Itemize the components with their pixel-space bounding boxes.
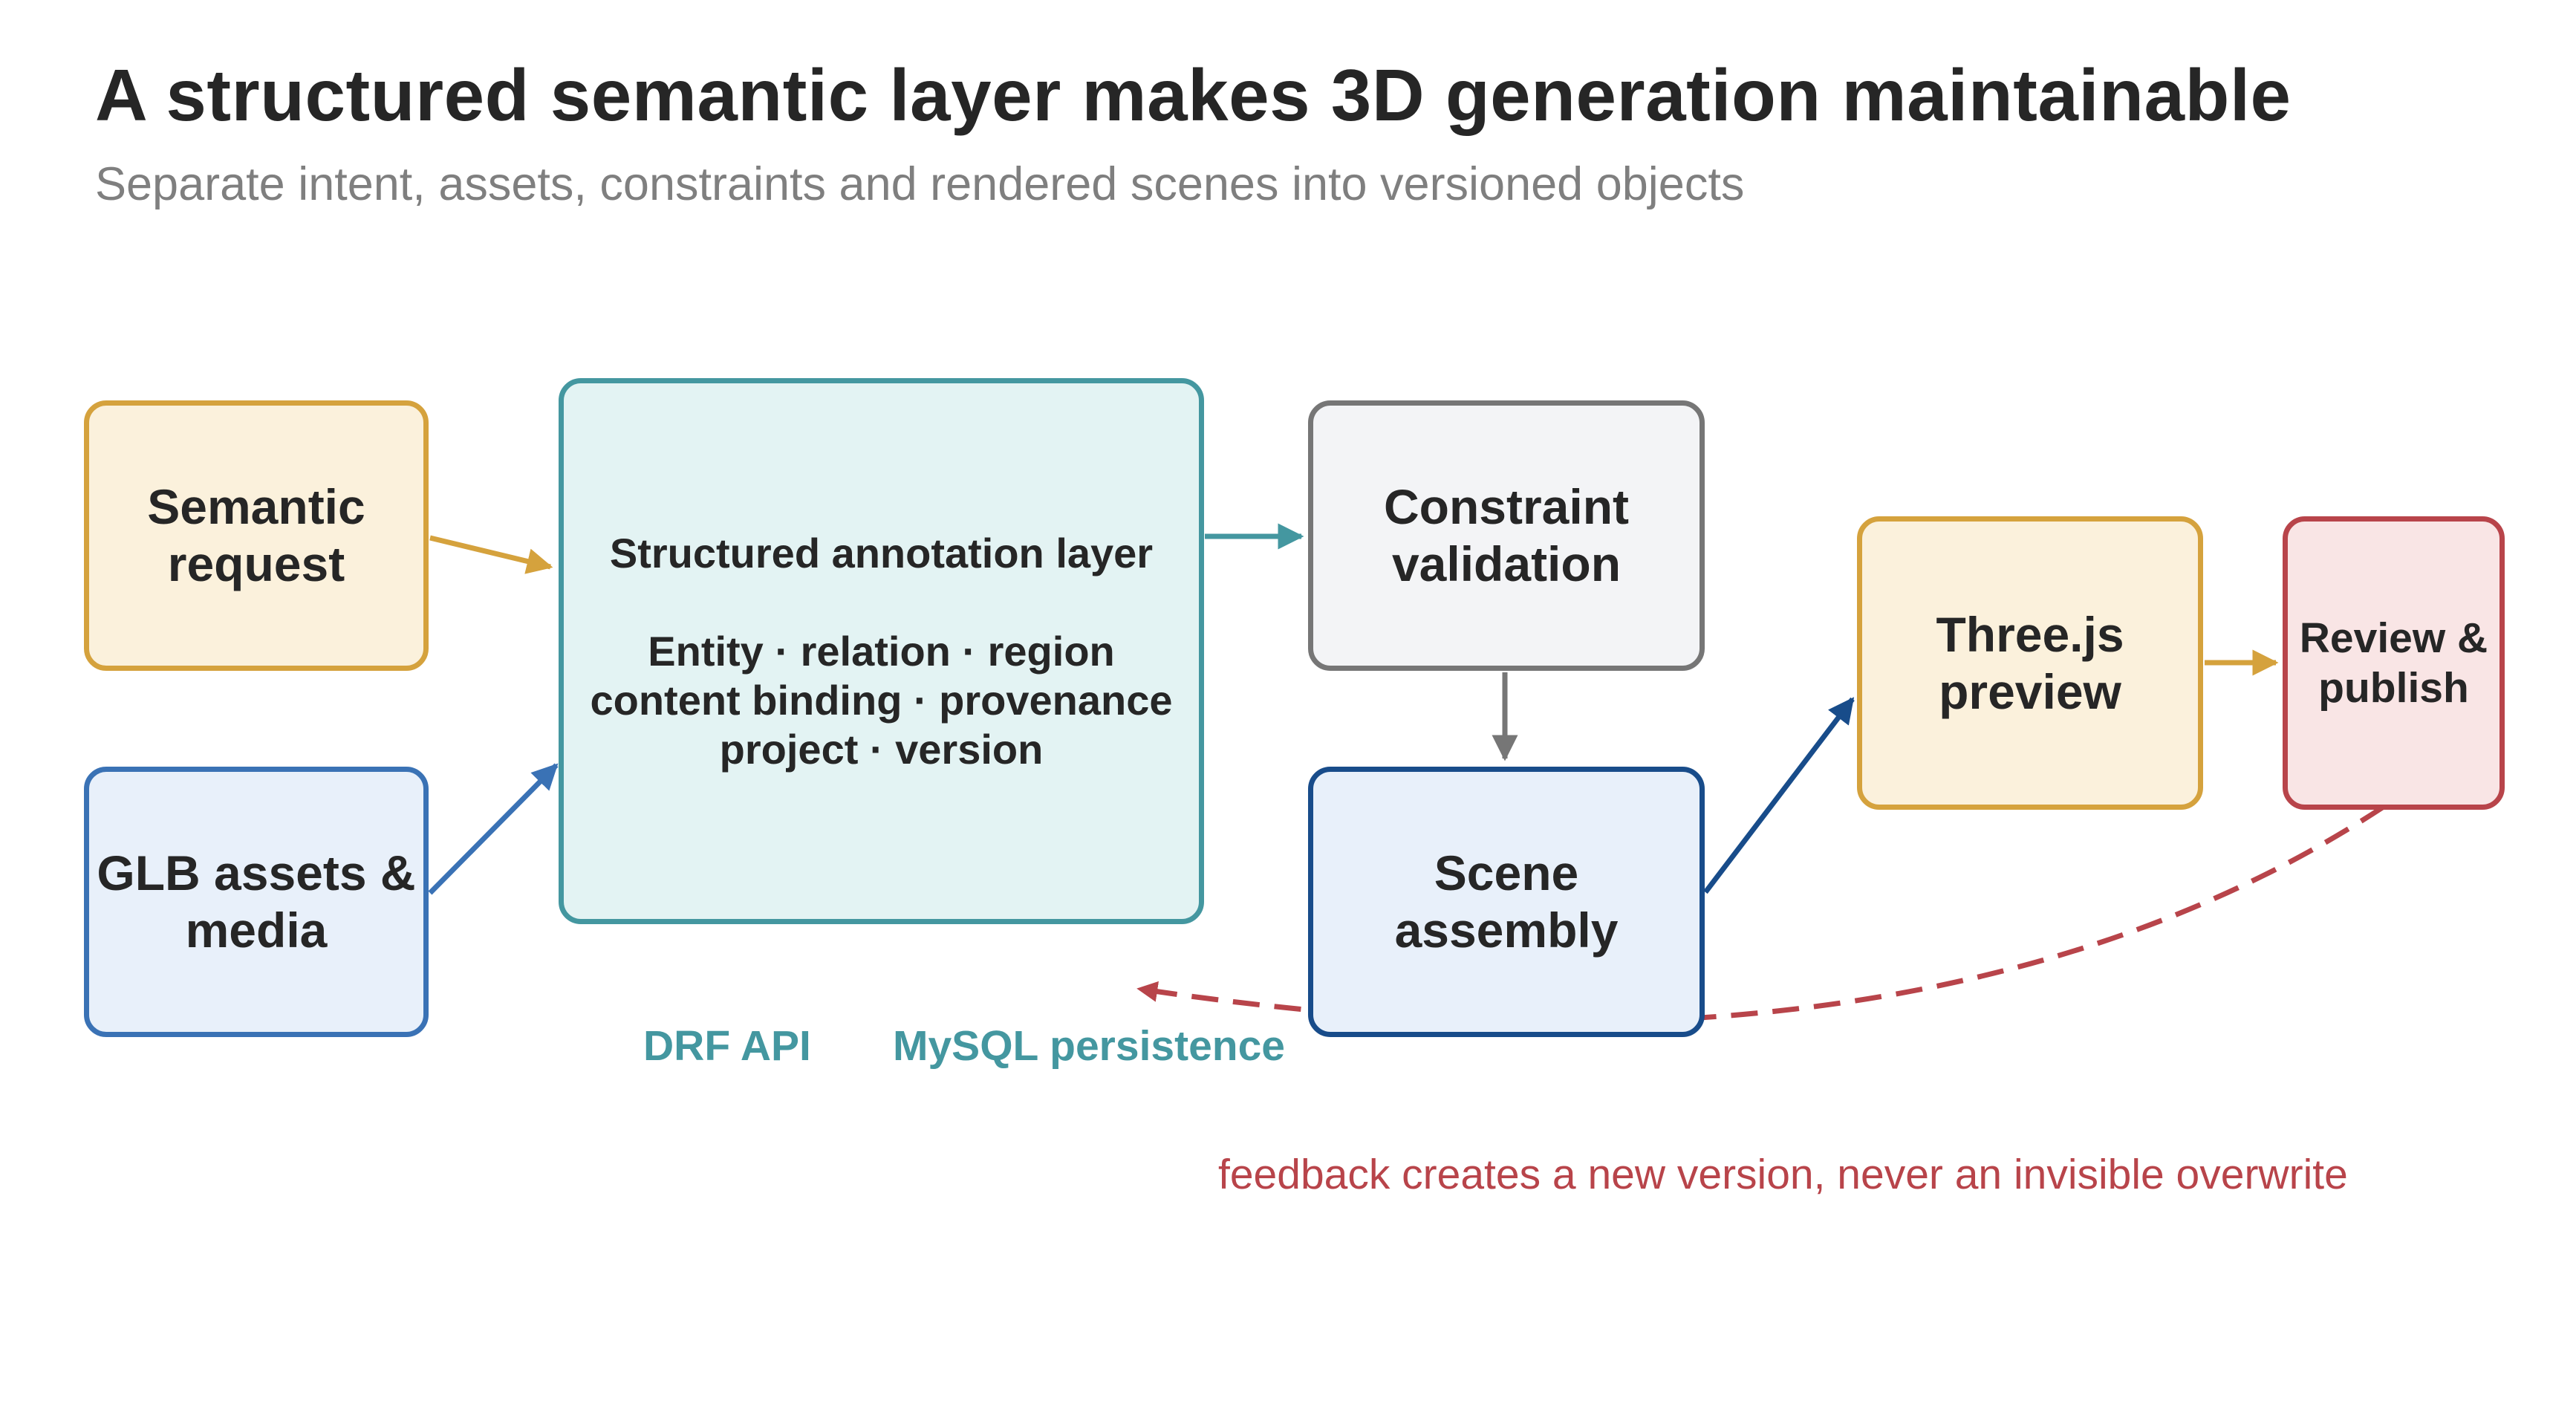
arrow-semantic-to-annotation bbox=[429, 535, 553, 574]
constraint-validation-label: Constraint validation bbox=[1384, 479, 1629, 591]
diagram-subtitle: Separate intent, assets, constraints and… bbox=[95, 158, 1745, 210]
review-publish-label: Review & publish bbox=[2299, 614, 2488, 712]
annotation-layer-body: Entity · relation · region content bindi… bbox=[590, 627, 1173, 773]
scene-assembly-label: Scene assembly bbox=[1394, 845, 1619, 958]
arrow-scene-to-preview bbox=[1703, 697, 1855, 894]
review-publish-node: Review & publish bbox=[2283, 516, 2505, 810]
mysql-persistence-caption: MySQL persistence bbox=[893, 1022, 1286, 1070]
glb-assets-node: GLB assets & media bbox=[84, 767, 429, 1037]
annotation-layer-node: Structured annotation layer Entity · rel… bbox=[559, 378, 1204, 924]
arrow-glb-to-annotation bbox=[428, 763, 559, 895]
threejs-preview-node: Three.js preview bbox=[1857, 516, 2203, 810]
constraint-validation-node: Constraint validation bbox=[1308, 400, 1705, 671]
drf-api-caption: DRF API bbox=[643, 1022, 811, 1070]
semantic-request-node: Semantic request bbox=[84, 400, 429, 671]
scene-assembly-node: Scene assembly bbox=[1308, 767, 1705, 1037]
semantic-request-label: Semantic request bbox=[147, 479, 365, 591]
annotation-layer-title: Structured annotation layer bbox=[609, 529, 1154, 576]
diagram-title: A structured semantic layer makes 3D gen… bbox=[95, 54, 2292, 136]
glb-assets-label: GLB assets & media bbox=[97, 845, 416, 958]
threejs-preview-label: Three.js preview bbox=[1936, 606, 2124, 719]
feedback-note: feedback creates a new version, never an… bbox=[1218, 1151, 2348, 1198]
